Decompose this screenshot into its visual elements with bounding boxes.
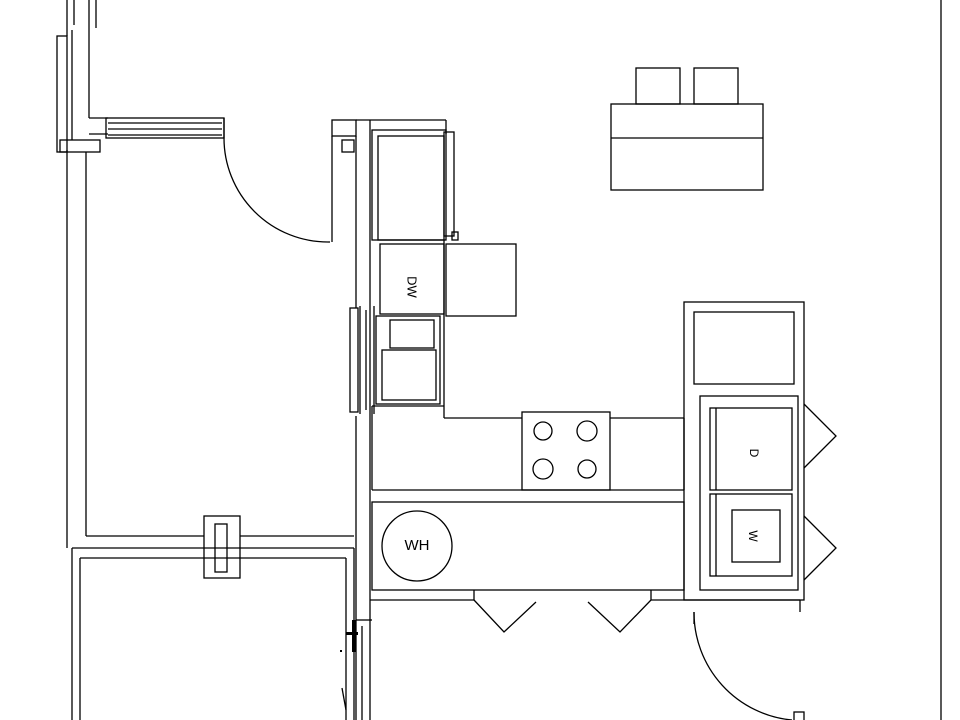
- stove: [521, 411, 611, 491]
- window-post-lower: [203, 515, 241, 579]
- window-top: [105, 117, 225, 139]
- dryer-label: D: [747, 449, 761, 458]
- laundry-bifold-doors: [803, 403, 837, 581]
- burner-3: [532, 458, 554, 480]
- burner-4: [577, 459, 597, 479]
- dishwasher-label: DW: [405, 276, 420, 298]
- bedroom-wall-lower-left: [71, 547, 355, 720]
- living-room-wall: [66, 152, 354, 548]
- pantry-cabinet: [371, 129, 459, 241]
- door-bottom-right-swing: [693, 611, 805, 720]
- kitchen-sink: [375, 315, 441, 405]
- washer: W: [709, 493, 793, 577]
- dryer: D: [709, 407, 793, 491]
- dishwasher: DW: [379, 243, 445, 315]
- water-heater-label: WH: [405, 537, 430, 554]
- central-wall: [331, 119, 447, 720]
- door-top-swing: [223, 118, 330, 243]
- washer-label: W: [746, 530, 760, 542]
- chair-1: [635, 67, 681, 105]
- dishwasher-door-open: [445, 243, 517, 317]
- water-heater: WH: [381, 510, 453, 582]
- window-central: [349, 306, 375, 414]
- bifold-door-closet: [473, 599, 652, 633]
- utility-closet: [370, 501, 801, 612]
- exterior-wall-top-left: [56, 0, 108, 540]
- laundry-enclosure: [683, 301, 805, 601]
- door-lower-center: [340, 619, 372, 720]
- burner-2: [576, 420, 598, 442]
- dining-table: [610, 67, 764, 191]
- burner-1: [533, 421, 553, 441]
- chair-2: [693, 67, 739, 105]
